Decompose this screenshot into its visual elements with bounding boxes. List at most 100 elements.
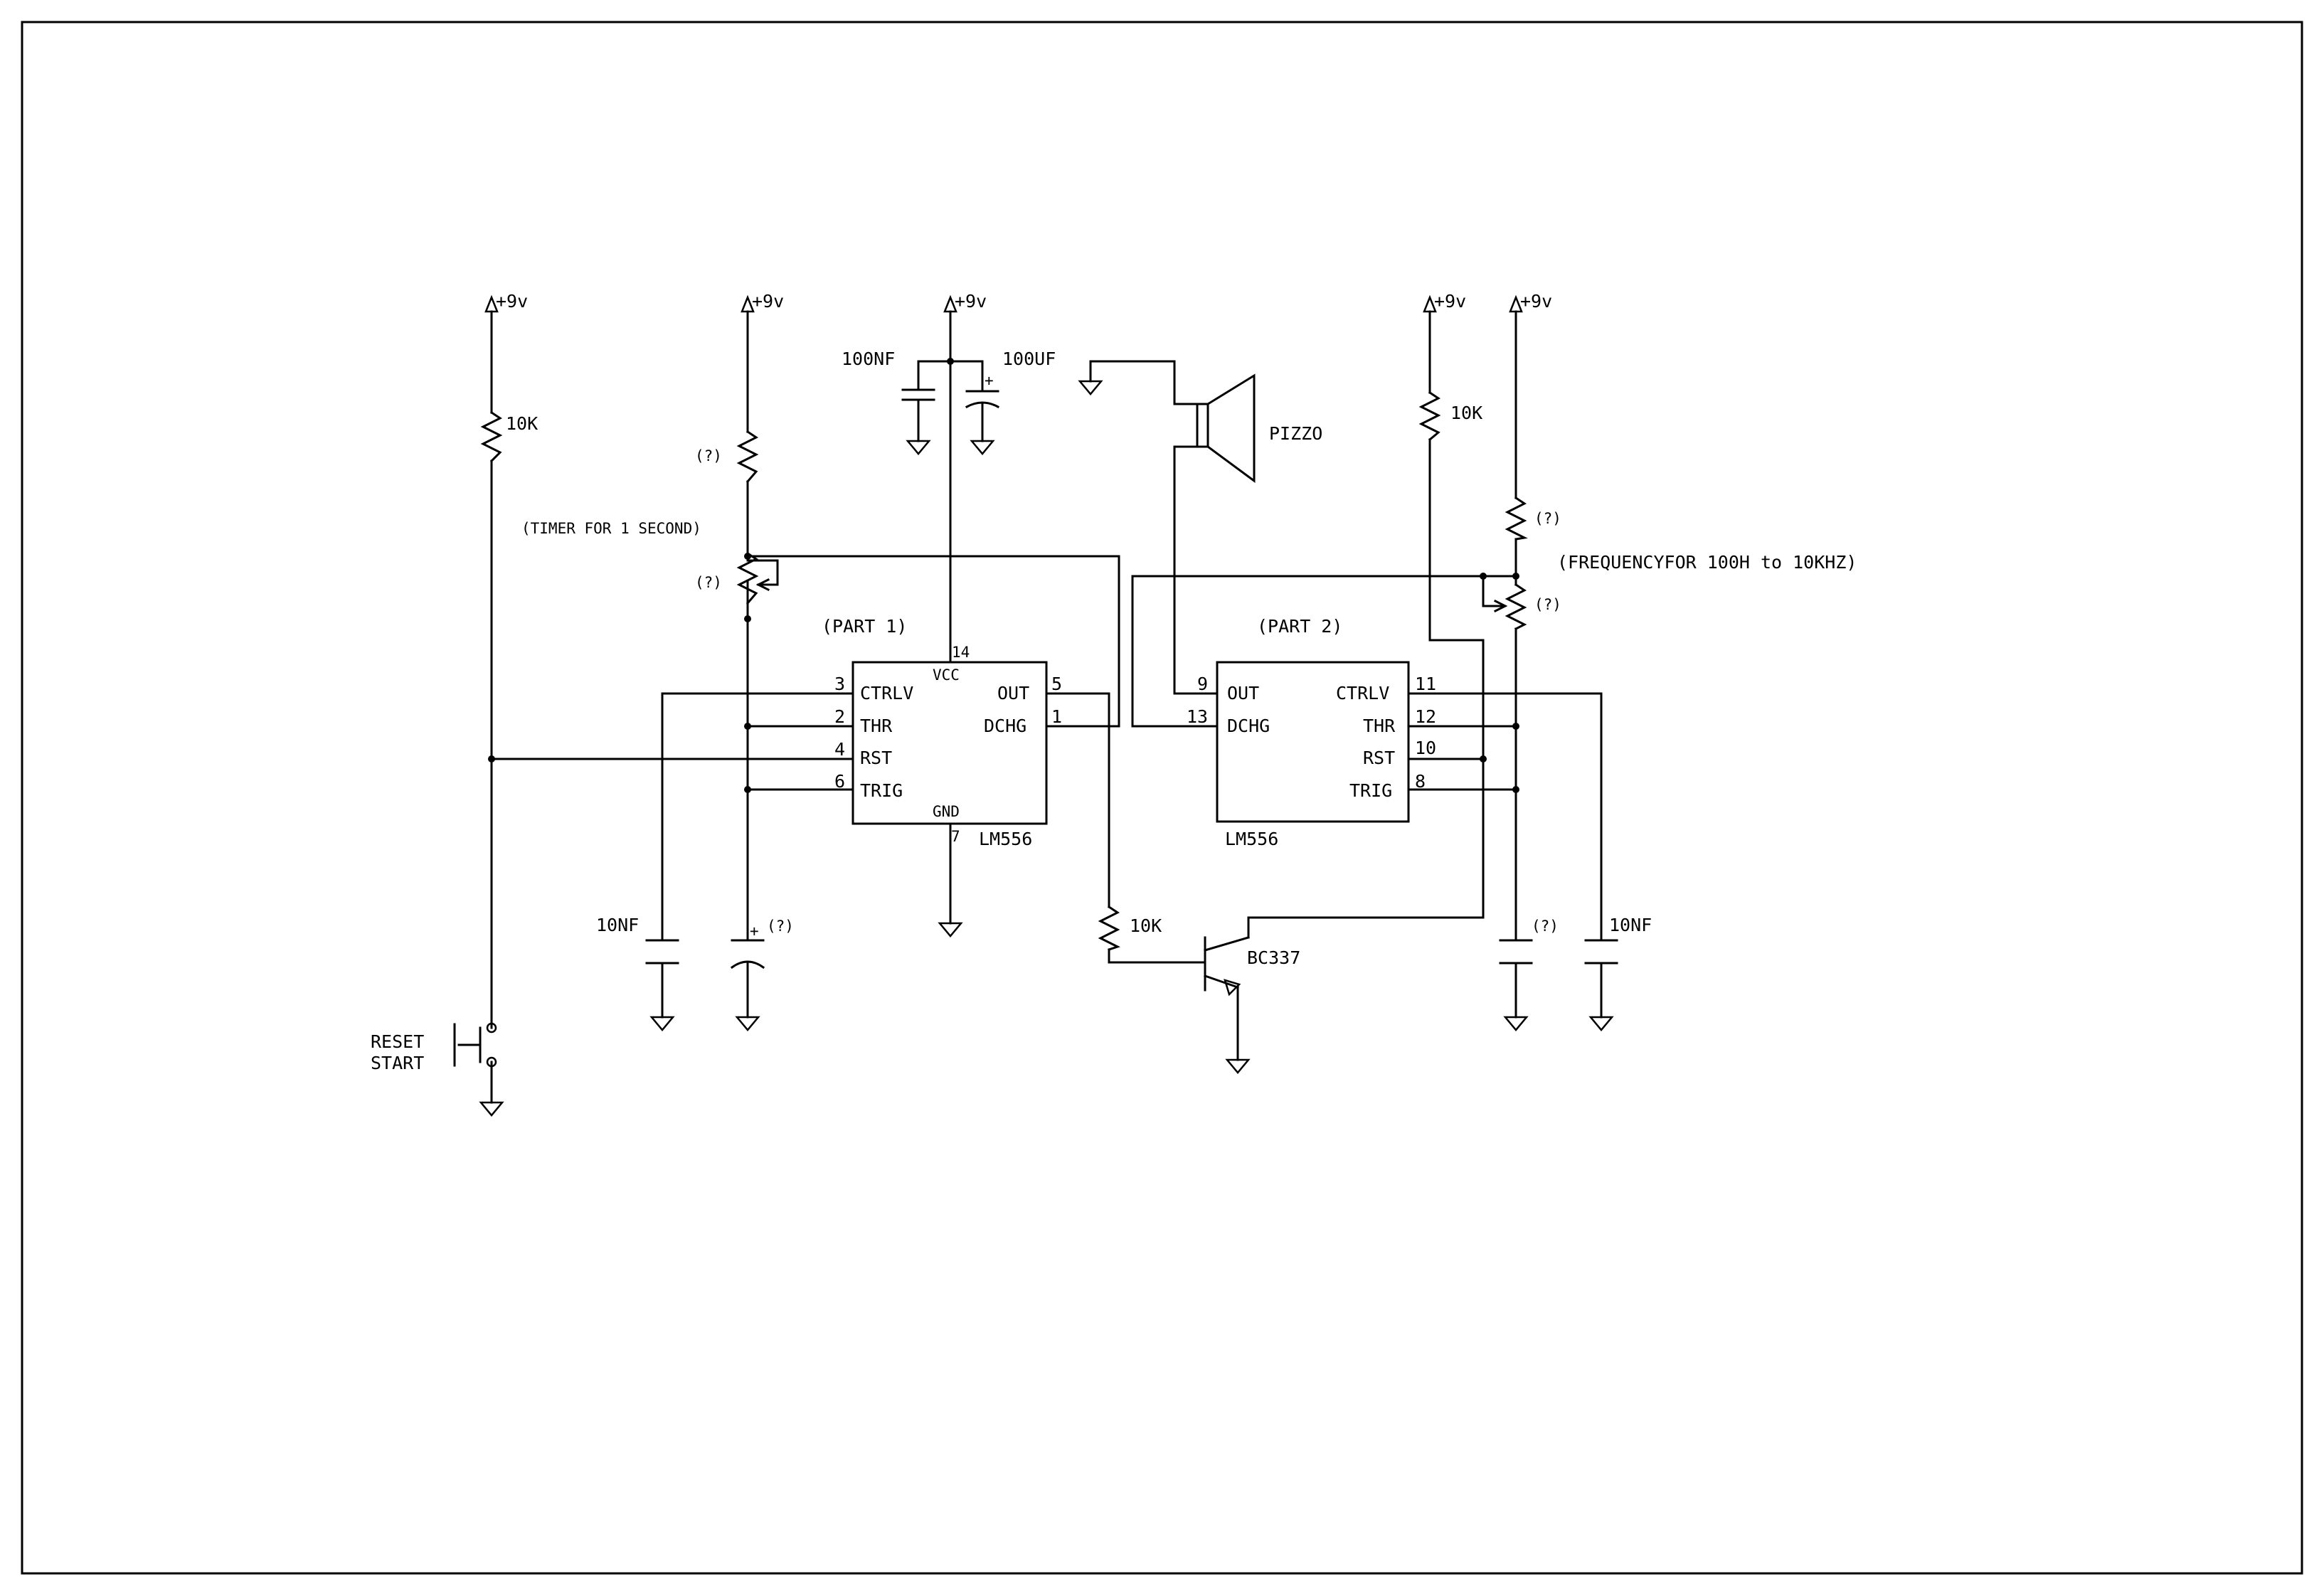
pin-number: 11 xyxy=(1415,674,1436,694)
pin-label: DCHG xyxy=(984,716,1026,736)
cap-label: 10NF xyxy=(1609,915,1652,935)
pin-number: 13 xyxy=(1187,706,1208,727)
capacitor-ctrl2-10nf: 10NF xyxy=(1584,915,1652,965)
junction-dot xyxy=(488,755,495,763)
cap-label: 10NF xyxy=(596,915,639,935)
junction-dots xyxy=(488,358,1519,793)
speaker-label: PIZZO xyxy=(1269,423,1322,444)
pin-label: RST xyxy=(1363,748,1395,768)
transistor-bc337: BC337 xyxy=(1204,936,1300,997)
potentiometer-timer: (?) xyxy=(695,551,770,605)
pin-label: RST xyxy=(860,748,892,768)
pin-number: 1 xyxy=(1051,706,1062,727)
freq-note: (FREQUENCYFOR 100H to 10KHZ) xyxy=(1557,552,1857,573)
polarity-mark: + xyxy=(750,923,759,940)
ground-symbol xyxy=(970,440,995,455)
pin-label: DCHG xyxy=(1227,716,1270,736)
wires xyxy=(490,310,1603,1104)
resistor-base-10k: 10K xyxy=(1098,905,1162,951)
capacitor-freq: (?) xyxy=(1499,918,1559,965)
junction-dot xyxy=(1480,755,1487,763)
resistor-label: (?) xyxy=(695,447,722,464)
drawing-border xyxy=(21,21,2303,1575)
transistor-label: BC337 xyxy=(1247,947,1300,968)
pin-label: VCC xyxy=(933,666,960,684)
pin-number: 5 xyxy=(1051,674,1062,694)
supply-label: +9v xyxy=(752,291,784,312)
cap-label: 100UF xyxy=(1002,349,1056,369)
resistor-freq-top: (?) xyxy=(1505,496,1561,541)
pin-number: 7 xyxy=(951,828,960,845)
ground-symbol xyxy=(735,1016,760,1031)
capacitor-100uf: + 100UF xyxy=(965,349,1056,409)
pushbutton-reset-start[interactable]: RESET START xyxy=(371,1022,497,1073)
junction-dot xyxy=(744,723,751,730)
pin-number: 9 xyxy=(1197,674,1208,694)
pin-label: TRIG xyxy=(1349,780,1392,801)
pin-label: THR xyxy=(1363,716,1396,736)
pin-label: OUT xyxy=(1227,683,1259,703)
pin-number: 14 xyxy=(952,644,970,661)
pin-label: OUT xyxy=(997,683,1029,703)
supply-symbol-part2-pullup: +9v xyxy=(1423,291,1466,313)
pin-number: 3 xyxy=(834,674,845,694)
ic-part2: (PART 2) LM556 9 OUT 13 DCHG 11 CTRLV 12… xyxy=(1187,616,1436,849)
junction-dot xyxy=(1512,786,1519,793)
ground-symbol xyxy=(1503,1016,1529,1031)
part1-chip-label: LM556 xyxy=(979,829,1032,849)
resistor-reset-10k: 10K xyxy=(480,410,538,463)
pin-label: CTRLV xyxy=(860,683,913,703)
junction-dot xyxy=(744,553,751,560)
ground-symbol xyxy=(1078,380,1103,395)
part2-chip-label: LM556 xyxy=(1225,829,1278,849)
pin-number: 2 xyxy=(834,706,845,727)
ground-symbol xyxy=(479,1101,504,1117)
pot-label: (?) xyxy=(695,574,722,591)
polarity-mark: + xyxy=(985,372,994,389)
potentiometer-freq: (?) xyxy=(1493,583,1561,631)
part2-title: (PART 2) xyxy=(1257,616,1342,637)
cap-label: (?) xyxy=(767,918,794,935)
pin-label: GND xyxy=(933,803,960,820)
pin-label: THR xyxy=(860,716,893,736)
supply-symbol-vcc: +9v xyxy=(943,291,987,313)
pin-label: TRIG xyxy=(860,780,903,801)
supply-label: +9v xyxy=(1520,291,1552,312)
resistor-label: 10K xyxy=(506,413,538,434)
timer-note: (TIMER FOR 1 SECOND) xyxy=(521,520,701,537)
piezo-speaker: PIZZO xyxy=(1196,373,1322,483)
junction-dot xyxy=(1512,573,1519,580)
junction-dot xyxy=(947,358,954,365)
junction-dot xyxy=(744,786,751,793)
ground-symbol xyxy=(938,922,963,937)
pot-label: (?) xyxy=(1534,596,1561,613)
cap-label: (?) xyxy=(1532,918,1559,935)
ground-symbol xyxy=(1588,1016,1614,1031)
pin-label: CTRLV xyxy=(1336,683,1389,703)
cap-label: 100NF xyxy=(842,349,895,369)
ic-part1: (PART 1) LM556 14 VCC 7 GND 3 CTRLV 2 TH… xyxy=(822,616,1062,849)
switch-label-start: START xyxy=(371,1053,424,1073)
resistor-label: 10K xyxy=(1450,403,1482,423)
switch-label-reset: RESET xyxy=(371,1031,424,1052)
pin-number: 4 xyxy=(834,739,845,760)
supply-label: +9v xyxy=(955,291,987,312)
junction-dot xyxy=(744,615,751,622)
pin-number: 6 xyxy=(834,771,845,792)
resistor-label: (?) xyxy=(1534,510,1561,527)
part1-title: (PART 1) xyxy=(822,616,907,637)
supply-symbol-timer: +9v xyxy=(741,291,784,313)
ground-symbol xyxy=(906,440,931,455)
capacitor-100nf: 100NF xyxy=(842,349,935,401)
junction-dot xyxy=(1512,723,1519,730)
supply-label: +9v xyxy=(1434,291,1466,312)
resistor-part2-10k: 10K xyxy=(1418,390,1482,442)
supply-label: +9v xyxy=(496,291,528,312)
pin-number: 8 xyxy=(1415,771,1426,792)
pin-number: 12 xyxy=(1415,706,1436,727)
supply-symbol-freq: +9v xyxy=(1509,291,1552,313)
pin-number: 10 xyxy=(1415,738,1436,758)
resistor-timer-top: (?) xyxy=(695,430,759,484)
supply-symbol-reset: +9v xyxy=(484,291,528,313)
